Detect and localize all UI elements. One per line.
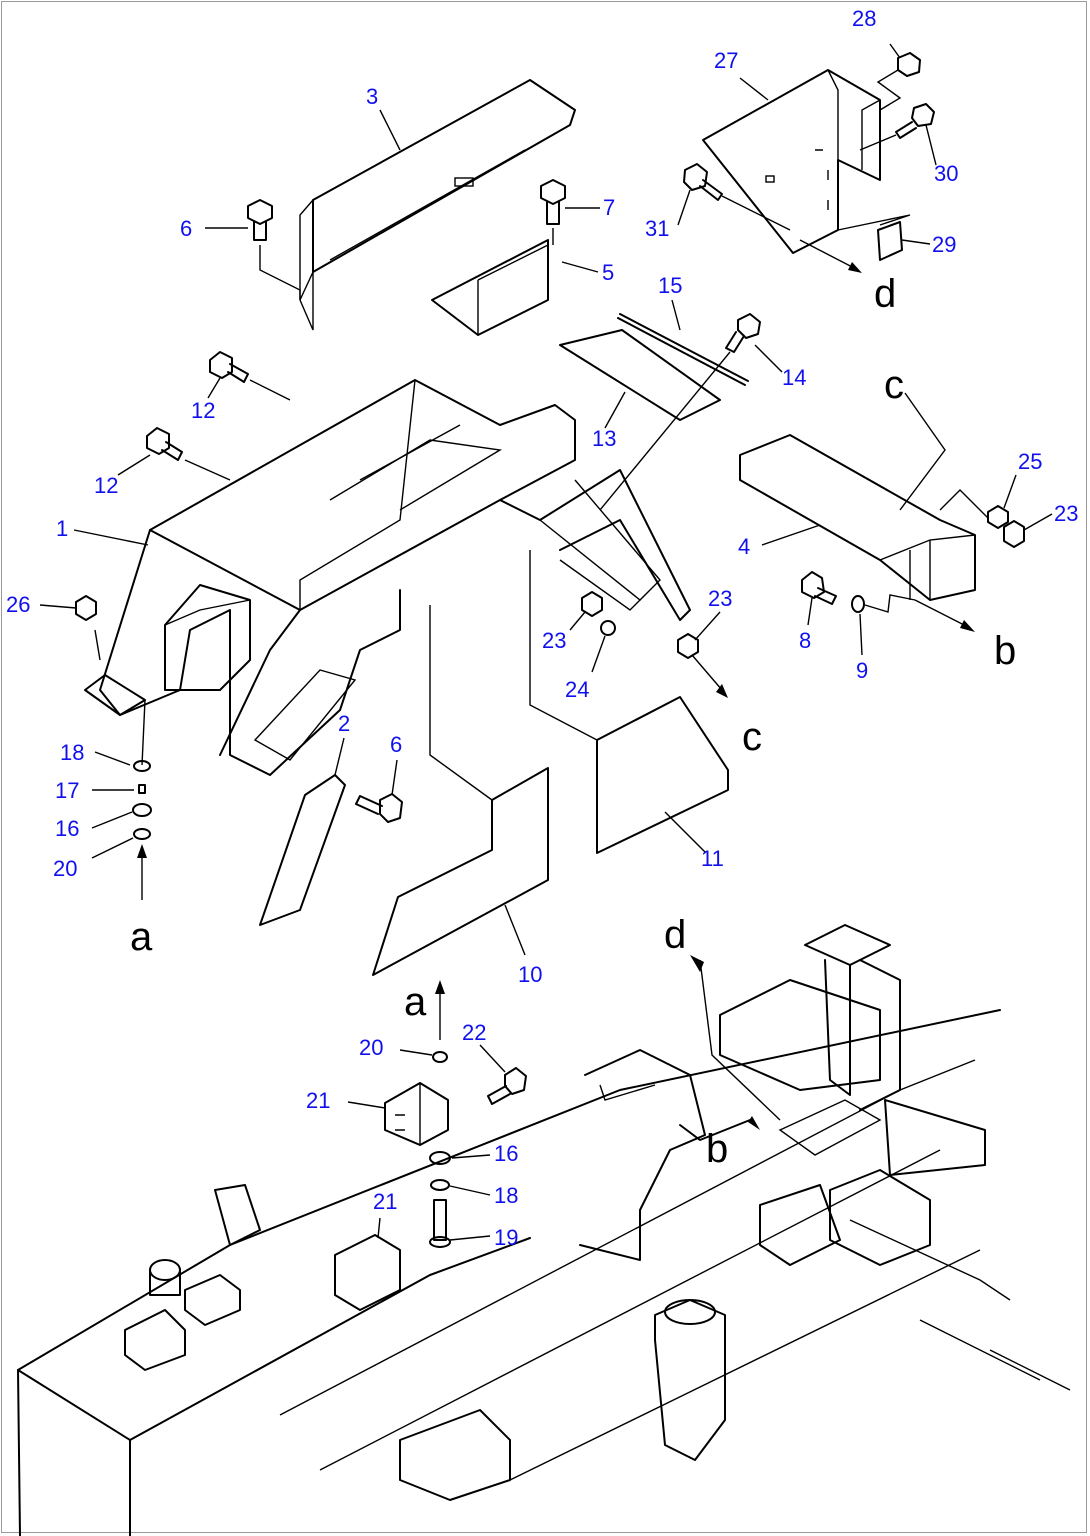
callout-16-lower: 16	[494, 1141, 518, 1166]
ref-letter-c-lower: c	[742, 715, 762, 759]
ref-letter-d-lower: d	[664, 913, 686, 957]
part-11-plate	[529, 550, 729, 854]
leader-d-lower	[699, 959, 781, 1121]
callout-23-lower: 23	[708, 586, 732, 611]
callout-5: 5	[602, 260, 614, 285]
callout-20-upper: 20	[53, 856, 77, 881]
part-6-bolt-side	[355, 793, 403, 823]
callout-21-upper: 21	[306, 1088, 330, 1113]
part-25-washer	[939, 489, 1009, 529]
part-23-nut-lower	[677, 633, 728, 698]
part-3-cover	[299, 79, 576, 331]
callout-1: 1	[56, 516, 68, 541]
part-9-washer	[851, 594, 916, 613]
callout-23-right: 23	[1054, 501, 1078, 526]
callout-4: 4	[738, 534, 750, 559]
part-24-washer	[600, 620, 616, 636]
leader-to-d-top	[799, 239, 859, 271]
leader-to-b-upper	[914, 599, 971, 629]
ref-letter-a-lower: a	[404, 980, 427, 1024]
callout-27: 27	[714, 48, 738, 73]
part-23-nut-center	[581, 591, 603, 617]
callout-8: 8	[799, 628, 811, 653]
part-7-bolt	[540, 179, 566, 245]
part-23-nut-right	[1003, 520, 1025, 548]
callout-15: 15	[658, 273, 682, 298]
part-12-bolt-lower	[146, 427, 231, 481]
part-15-strip	[617, 317, 746, 386]
part-27-bracket	[702, 69, 881, 254]
callout-17: 17	[55, 778, 79, 803]
callout-23-center: 23	[542, 628, 566, 653]
part-2-plate	[259, 774, 346, 926]
callout-18-lower: 18	[494, 1183, 518, 1208]
part-4-bracket	[739, 434, 976, 601]
ref-letter-a-upper: a	[130, 915, 153, 959]
callout-3: 3	[366, 84, 378, 109]
part-1-housing	[84, 379, 691, 776]
arrow-d-top	[848, 262, 862, 273]
callout-13: 13	[592, 426, 616, 451]
callout-2: 2	[338, 711, 350, 736]
callout-11: 11	[701, 846, 724, 871]
callout-6-side: 6	[390, 732, 402, 757]
ref-letter-b-upper: b	[994, 629, 1016, 673]
callout-31: 31	[645, 216, 669, 241]
washer-stack-a	[132, 760, 152, 900]
callout-20-lower: 20	[359, 1035, 383, 1060]
callout-12-upper: 12	[191, 398, 215, 423]
ref-letter-c-upper: c	[884, 363, 904, 407]
callout-19: 19	[494, 1225, 518, 1250]
callout-12-lower: 12	[94, 473, 118, 498]
callout-leaders	[39, 43, 1053, 1241]
callout-10: 10	[518, 962, 542, 987]
part-14-bolt	[599, 313, 761, 511]
callout-7: 7	[603, 195, 615, 220]
part-5-plate	[431, 239, 549, 336]
reference-letters: d c b c a d a b	[130, 272, 1016, 1171]
part-28-nut	[876, 52, 921, 111]
ref-letter-d-upper: d	[874, 272, 896, 316]
part-10-plate	[372, 605, 549, 976]
callout-14: 14	[782, 365, 806, 390]
part-26-nut	[75, 595, 97, 621]
ref-letter-b-lower: b	[706, 1127, 728, 1171]
callout-25: 25	[1018, 449, 1042, 474]
callout-24: 24	[565, 677, 589, 702]
part-29-clip	[837, 214, 911, 261]
callout-18-upper: 18	[60, 740, 84, 765]
part-12-bolt-upper	[209, 351, 291, 401]
callout-30: 30	[934, 161, 958, 186]
part-21-bracket-upper	[384, 1082, 449, 1146]
machine-frame	[17, 924, 1071, 1536]
part-6-bolt-top	[247, 199, 301, 300]
callout-28: 28	[852, 6, 876, 31]
part-13-plate	[559, 329, 721, 421]
leader-from-c	[899, 392, 946, 511]
callout-29: 29	[932, 232, 956, 257]
callout-16-upper: 16	[55, 816, 79, 841]
callout-22: 22	[462, 1020, 486, 1045]
part-30-bolt	[859, 103, 935, 151]
part-31-bolt	[683, 163, 791, 231]
callout-labels: 28 27 3 30 6 7 31 29 5 15 14 12 13 12 25…	[6, 6, 1078, 1250]
callout-26: 26	[6, 592, 30, 617]
part-22-bolt	[487, 1067, 527, 1105]
part-8-bolt	[801, 571, 837, 605]
callout-21-lower: 21	[373, 1189, 397, 1214]
callout-6-top: 6	[180, 216, 192, 241]
fastener-stack-lower	[429, 980, 451, 1248]
callout-9: 9	[856, 658, 868, 683]
